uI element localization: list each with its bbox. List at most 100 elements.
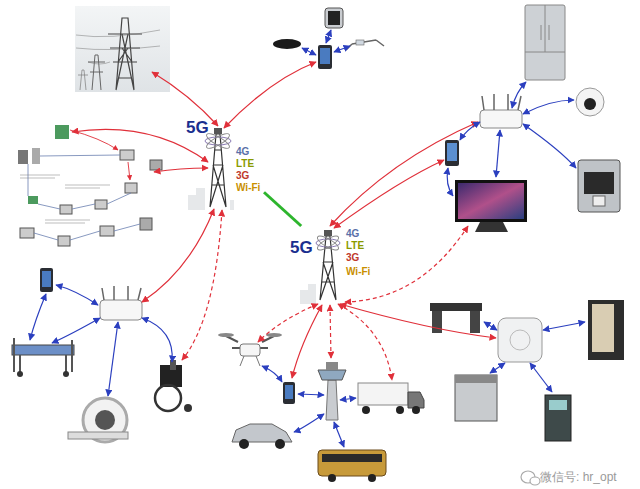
hospital-devices [102, 286, 141, 300]
wireless-link [334, 160, 444, 228]
hospital-devices [100, 300, 142, 320]
office-devices [498, 318, 542, 362]
cell-tower [320, 236, 336, 300]
technology-label: LTE [236, 158, 254, 170]
technology-label: 3G [346, 252, 359, 264]
wireless-link [154, 168, 208, 172]
smart-grid-diagram [18, 125, 162, 246]
wireless-link [224, 62, 316, 128]
smart-grid-diagram [60, 205, 72, 214]
hospital-devices [184, 404, 192, 412]
hospital-devices [17, 371, 23, 377]
hospital-devices [68, 432, 128, 439]
watermark: 微信号: hr_opt [540, 469, 617, 486]
office-devices [545, 395, 571, 441]
transport-devices [232, 424, 292, 442]
wechat-icon [521, 471, 540, 485]
power-tower-photo [75, 6, 170, 92]
cell-tower [300, 284, 316, 304]
office-devices [430, 300, 624, 441]
hospital-devices [95, 410, 115, 430]
wearable-devices [320, 48, 330, 64]
smart-grid-diagram [20, 175, 110, 223]
wireless-link [152, 72, 218, 126]
local-link [490, 363, 505, 373]
transport-devices [396, 406, 404, 414]
smart-grid-diagram [70, 130, 118, 150]
local-link [30, 30, 585, 447]
local-link [52, 318, 100, 343]
smart-home-devices [584, 172, 614, 194]
smart-grid-diagram [20, 228, 34, 238]
smart-home-devices [455, 180, 527, 222]
technology-label: LTE [346, 240, 364, 252]
transport-devices [358, 383, 408, 405]
hospital-devices [42, 271, 51, 287]
smart-home-devices [525, 5, 565, 80]
wireless-link-dashed [182, 210, 222, 360]
network-label: 5G [290, 238, 313, 258]
smart-home-devices [480, 110, 522, 128]
wearable-devices [356, 40, 364, 45]
technology-label: Wi-Fi [236, 182, 260, 194]
smart-grid-diagram [28, 196, 38, 204]
smart-grid-diagram [55, 125, 69, 139]
transport-devices [239, 439, 249, 449]
wireless-link-dashed [338, 304, 392, 380]
transport-devices [328, 474, 336, 482]
transport-devices [326, 362, 338, 370]
transport-devices [368, 474, 376, 482]
wechat-icon [530, 477, 540, 485]
local-link [484, 322, 497, 330]
office-devices [470, 311, 480, 333]
wireless-link [72, 62, 496, 378]
hospital-devices [14, 338, 72, 372]
local-link [496, 130, 500, 177]
local-link [543, 322, 585, 330]
office-devices [510, 330, 530, 350]
wearable-devices [318, 45, 332, 69]
cell-tower [205, 131, 232, 151]
local-link [334, 46, 350, 52]
hospital-devices [170, 360, 176, 370]
transport-devices [322, 454, 382, 462]
local-link [302, 48, 316, 55]
local-link [523, 100, 574, 114]
transport-devices [318, 370, 346, 380]
local-link [326, 30, 331, 43]
transport-devices [362, 406, 370, 414]
local-link [523, 124, 576, 168]
smart-grid-diagram [100, 226, 114, 236]
cell-tower [188, 128, 234, 210]
smart-home-devices [525, 5, 565, 52]
technology-label: 3G [236, 170, 249, 182]
smart-grid-diagram [125, 183, 137, 193]
smart-home-devices [475, 222, 508, 232]
smart-home-devices [482, 94, 521, 110]
local-link [512, 82, 526, 108]
office-devices [455, 375, 497, 383]
smart-grid-diagram [140, 218, 152, 230]
technology-label: 4G [236, 146, 249, 158]
local-link [108, 322, 118, 396]
office-devices [592, 304, 614, 352]
wearable-devices [346, 40, 384, 50]
smart-home-devices [578, 160, 620, 212]
cell-tower [205, 131, 232, 151]
transport-devices [285, 385, 293, 399]
wireless-link-dashed [330, 305, 331, 358]
smart-grid-diagram [70, 130, 130, 180]
transport-devices [218, 333, 424, 482]
smart-home-devices [576, 88, 604, 116]
wireless-link-dashed [345, 226, 468, 302]
hospital-devices [12, 268, 192, 442]
local-link [142, 318, 172, 362]
smart-grid-diagram [95, 200, 107, 209]
smart-home-devices [584, 98, 596, 110]
network-label: 5G [186, 118, 209, 138]
office-devices [588, 300, 624, 360]
smart-home-devices [445, 5, 620, 232]
wearable-devices [325, 8, 343, 28]
